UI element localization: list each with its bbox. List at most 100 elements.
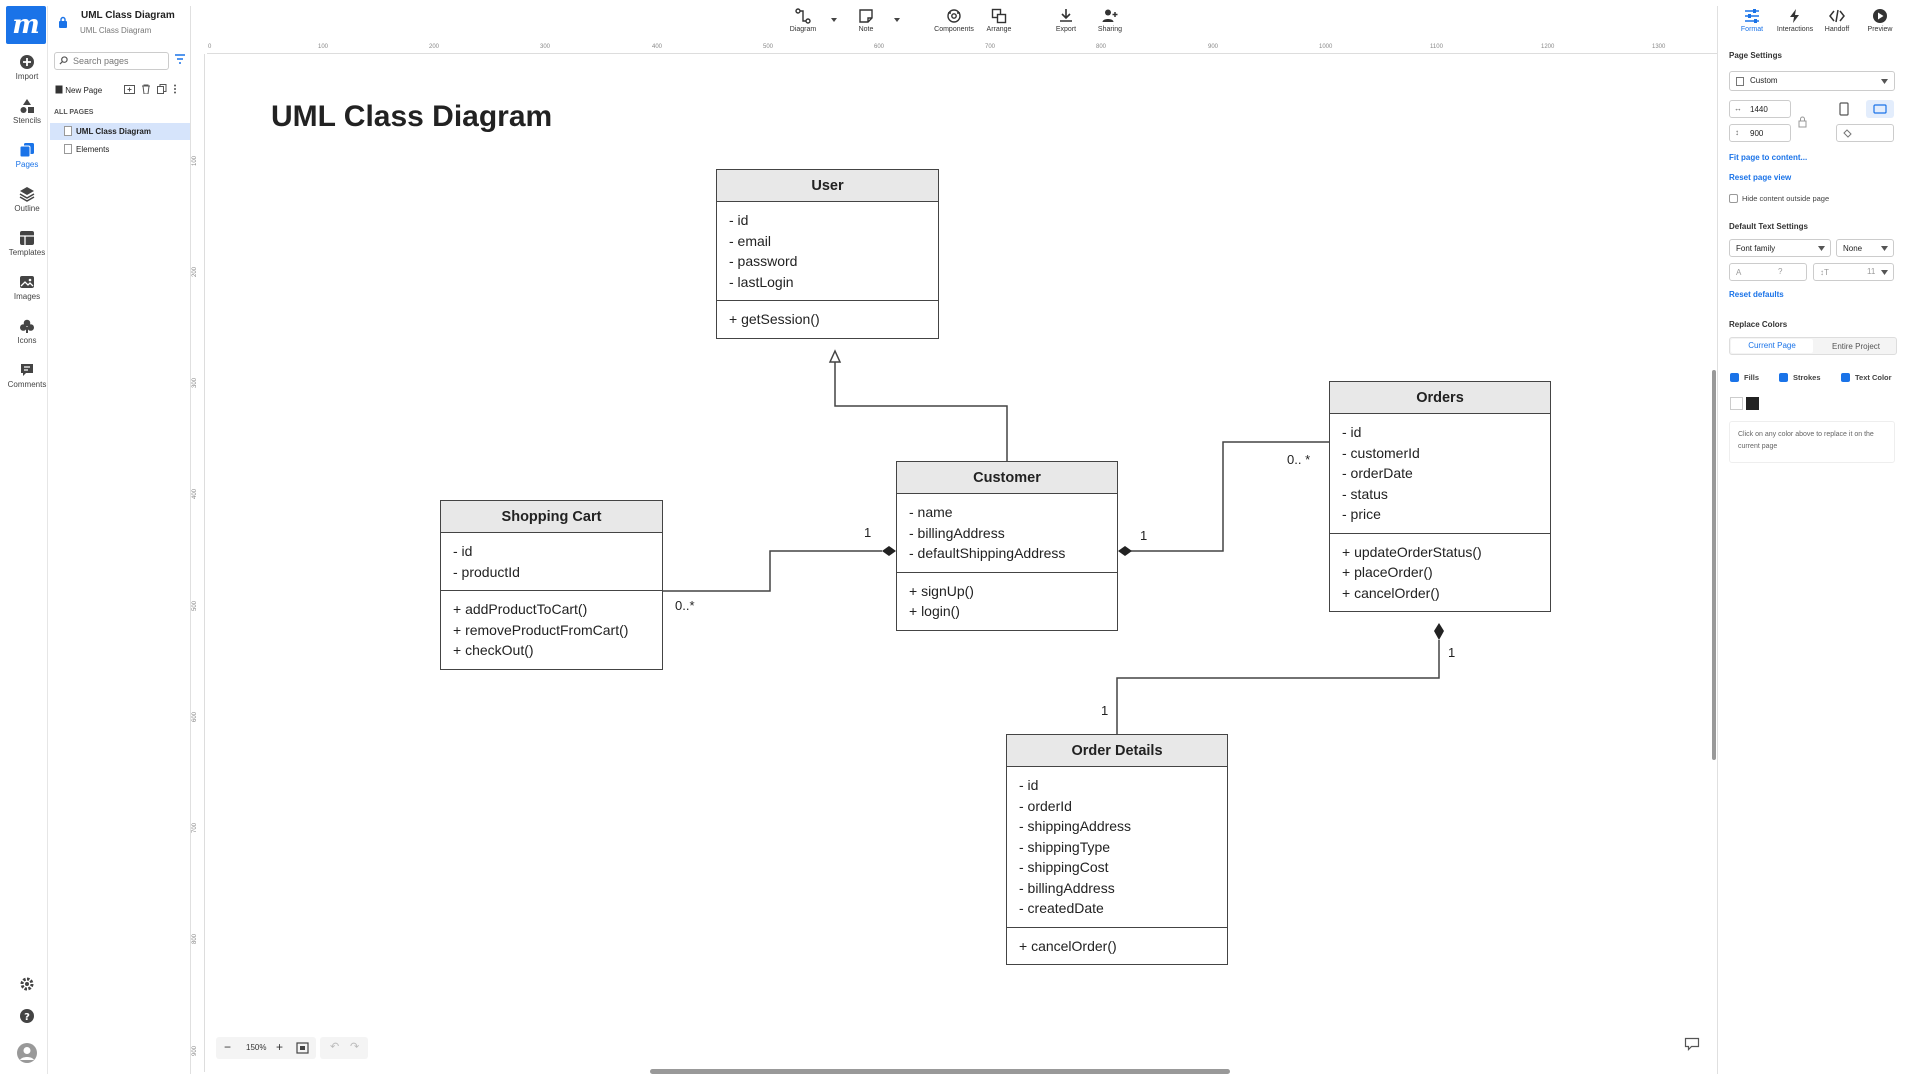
reset-defaults-link[interactable]: Reset defaults	[1729, 290, 1784, 299]
rail-stencils[interactable]: Stencils	[6, 98, 48, 125]
landscape-button[interactable]	[1866, 100, 1894, 118]
chat-icon[interactable]	[1684, 1037, 1700, 1051]
class-user[interactable]: User - id - email - password - lastLogin…	[716, 169, 939, 339]
settings-button[interactable]	[6, 976, 48, 994]
multiplicity-label[interactable]: 1	[1140, 528, 1148, 543]
page-background-color[interactable]	[1836, 124, 1894, 142]
multiplicity-label[interactable]: 1	[864, 525, 872, 540]
class-shopping-cart[interactable]: Shopping Cart - id - productId + addProd…	[440, 500, 663, 670]
help-icon: ?	[20, 1009, 34, 1023]
attribute: - customerId	[1342, 444, 1420, 461]
page-item-uml-class-diagram[interactable]: UML Class Diagram	[50, 123, 190, 140]
rail-icons[interactable]: Icons	[6, 318, 48, 345]
attribute: - id	[453, 543, 473, 559]
add-folder-icon[interactable]	[124, 84, 135, 94]
ruler-top-tick: 900	[1208, 44, 1219, 50]
inheritance-connector[interactable]	[834, 361, 1008, 461]
components-tool[interactable]: Components	[932, 8, 976, 33]
method: + cancelOrder()	[1019, 937, 1117, 954]
document-title[interactable]: UML Class Diagram	[81, 10, 175, 21]
rail-outline[interactable]: Outline	[6, 186, 48, 213]
help-button[interactable]: ?	[6, 1008, 48, 1026]
font-weight-select[interactable]: None	[1836, 239, 1894, 257]
app-logo[interactable]: m	[6, 6, 46, 44]
tab-preview[interactable]: Preview	[1859, 8, 1901, 33]
tab-interactions[interactable]: Interactions	[1774, 8, 1816, 33]
page-size-select[interactable]: Custom	[1729, 71, 1895, 91]
text-color-checkbox[interactable]	[1841, 373, 1850, 382]
class-order-details[interactable]: Order Details - id - orderId - shippingA…	[1006, 734, 1228, 965]
attributes: - id - productId	[441, 533, 662, 590]
fit-screen-icon[interactable]	[296, 1042, 309, 1054]
sharing-tool[interactable]: Sharing	[1088, 8, 1132, 33]
landscape-icon	[1873, 104, 1887, 114]
multiplicity-label[interactable]: 1	[1101, 703, 1109, 718]
page-item-elements[interactable]: Elements	[50, 141, 190, 158]
note-tool[interactable]: Note	[844, 8, 888, 33]
history-controls: ↶ ↷	[320, 1037, 368, 1059]
new-page-button[interactable]: New Page	[55, 85, 102, 95]
class-orders[interactable]: Orders - id - customerId - orderDate - s…	[1329, 381, 1551, 612]
diagram-dropdown-icon[interactable]	[831, 18, 837, 22]
attribute: - billingAddress	[909, 524, 1005, 541]
note-tool-label: Note	[858, 26, 874, 33]
zoom-in-button[interactable]: +	[276, 1040, 284, 1054]
tab-format[interactable]: Format	[1731, 8, 1773, 33]
color-swatch-white[interactable]	[1730, 397, 1743, 410]
multiplicity-label[interactable]: 0..*	[675, 598, 695, 613]
customer-orders-connector[interactable]	[1131, 441, 1329, 552]
rail-import[interactable]: Import	[6, 54, 48, 81]
document-subtitle: UML Class Diagram	[80, 26, 152, 35]
replace-scope-toggle: Current Page Entire Project	[1729, 337, 1897, 355]
rail-images[interactable]: Images	[6, 274, 48, 301]
redo-icon[interactable]: ↷	[350, 1041, 360, 1053]
horizontal-scrollbar[interactable]	[650, 1069, 1230, 1074]
rail-templates[interactable]: Templates	[6, 230, 48, 257]
tab-handoff[interactable]: Handoff	[1816, 8, 1858, 33]
attribute: - status	[1342, 485, 1388, 502]
search-placeholder: Search pages	[73, 56, 129, 66]
fills-checkbox[interactable]	[1730, 373, 1739, 382]
portrait-icon[interactable]	[1839, 102, 1849, 116]
vertical-scrollbar[interactable]	[1712, 370, 1716, 760]
font-family-select[interactable]: Font family	[1729, 239, 1831, 257]
zoom-out-button[interactable]: −	[224, 1040, 232, 1054]
scope-entire-project[interactable]: Entire Project	[1831, 342, 1881, 351]
reset-view-link[interactable]: Reset page view	[1729, 173, 1792, 182]
color-swatch-black[interactable]	[1746, 397, 1759, 410]
orders-details-connector[interactable]	[1116, 640, 1440, 734]
rail-comments[interactable]: Comments	[6, 362, 48, 389]
scope-current-page[interactable]: Current Page	[1731, 339, 1813, 353]
diagram-tool[interactable]: Diagram	[781, 8, 825, 33]
undo-icon[interactable]: ↶	[330, 1041, 340, 1053]
fit-page-link[interactable]: Fit page to content...	[1729, 153, 1808, 162]
diagram-title[interactable]: UML Class Diagram	[271, 100, 553, 133]
multiplicity-label[interactable]: 0.. *	[1287, 452, 1311, 467]
aspect-lock-icon[interactable]	[1798, 116, 1807, 128]
cart-customer-connector[interactable]	[662, 550, 882, 592]
duplicate-icon[interactable]	[157, 84, 167, 94]
more-icon[interactable]	[173, 84, 177, 94]
line-height-input[interactable]: ↕T 11	[1813, 263, 1894, 281]
filter-icon[interactable]	[174, 54, 186, 64]
avatar[interactable]	[6, 1042, 48, 1066]
all-pages-heading: ALL PAGES	[54, 109, 94, 116]
page-width-input[interactable]: ↔ 1440	[1729, 100, 1791, 118]
export-tool[interactable]: Export	[1044, 8, 1088, 33]
arrange-tool[interactable]: Arrange	[977, 8, 1021, 33]
note-dropdown-icon[interactable]	[894, 18, 900, 22]
multiplicity-label[interactable]: 1	[1448, 645, 1456, 660]
search-pages-input[interactable]: Search pages	[54, 52, 169, 70]
page-height-input[interactable]: ↕ 900	[1729, 124, 1791, 142]
class-customer[interactable]: Customer - name - billingAddress - defau…	[896, 461, 1118, 631]
strokes-checkbox[interactable]	[1779, 373, 1788, 382]
hide-outside-checkbox[interactable]	[1729, 194, 1738, 203]
attribute: - orderDate	[1342, 465, 1413, 481]
rail-pages[interactable]: Pages	[6, 142, 48, 169]
zoom-level[interactable]: 150%	[246, 1043, 267, 1052]
font-weight-value: None	[1843, 244, 1863, 253]
text-color-label: Text Color	[1855, 373, 1892, 382]
trash-icon[interactable]	[141, 84, 151, 94]
new-page-icon	[55, 85, 63, 94]
font-size-input[interactable]: A ?	[1729, 263, 1807, 281]
